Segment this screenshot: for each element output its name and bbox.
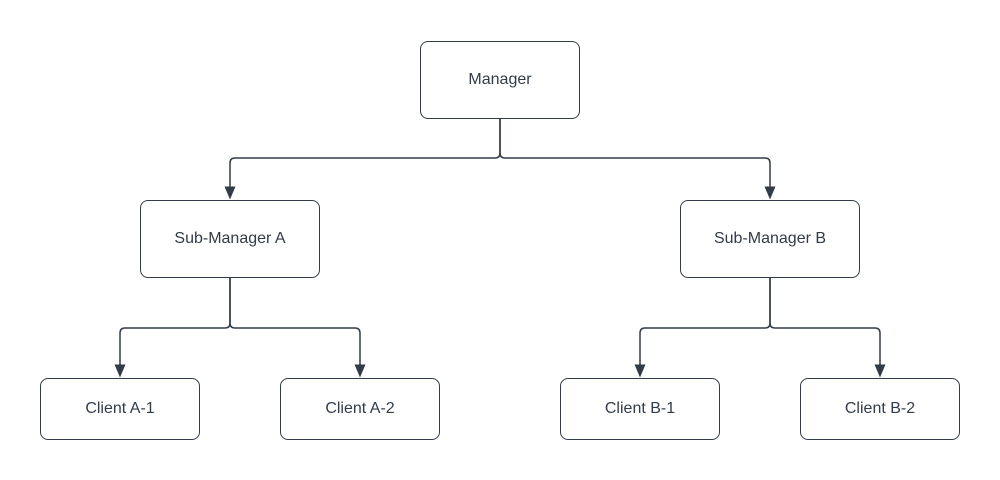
- edge-sub-manager-a-to-client-a-1: [114, 278, 231, 378]
- node-client-a-1-label: Client A-1: [85, 400, 155, 418]
- node-client-b-2[interactable]: Client B-2: [800, 378, 960, 440]
- edge-manager-to-sub-manager-a: [224, 119, 501, 200]
- edge-manager-to-sub-manager-b: [499, 119, 776, 200]
- node-manager-label: Manager: [468, 71, 532, 89]
- arrowhead-down-icon: [224, 186, 236, 200]
- arrowhead-down-icon: [764, 186, 776, 200]
- node-sub-manager-a-label: Sub-Manager A: [174, 230, 286, 248]
- node-sub-manager-a[interactable]: Sub-Manager A: [140, 200, 320, 278]
- node-manager[interactable]: Manager: [420, 41, 580, 119]
- node-client-a-1[interactable]: Client A-1: [40, 378, 200, 440]
- node-client-a-2[interactable]: Client A-2: [280, 378, 440, 440]
- edge-sub-manager-a-to-client-a-2: [229, 278, 366, 378]
- node-client-b-1[interactable]: Client B-1: [560, 378, 720, 440]
- node-sub-manager-b-label: Sub-Manager B: [713, 230, 827, 248]
- node-client-a-2-label: Client A-2: [325, 400, 395, 418]
- arrowhead-down-icon: [354, 364, 366, 378]
- edge-sub-manager-b-to-client-b-2: [769, 278, 886, 378]
- node-client-b-1-label: Client B-1: [604, 400, 676, 418]
- node-sub-manager-b[interactable]: Sub-Manager B: [680, 200, 860, 278]
- arrowhead-down-icon: [114, 364, 126, 378]
- arrowhead-down-icon: [874, 364, 886, 378]
- node-client-b-2-label: Client B-2: [844, 400, 916, 418]
- edge-sub-manager-b-to-client-b-1: [634, 278, 771, 378]
- arrowhead-down-icon: [634, 364, 646, 378]
